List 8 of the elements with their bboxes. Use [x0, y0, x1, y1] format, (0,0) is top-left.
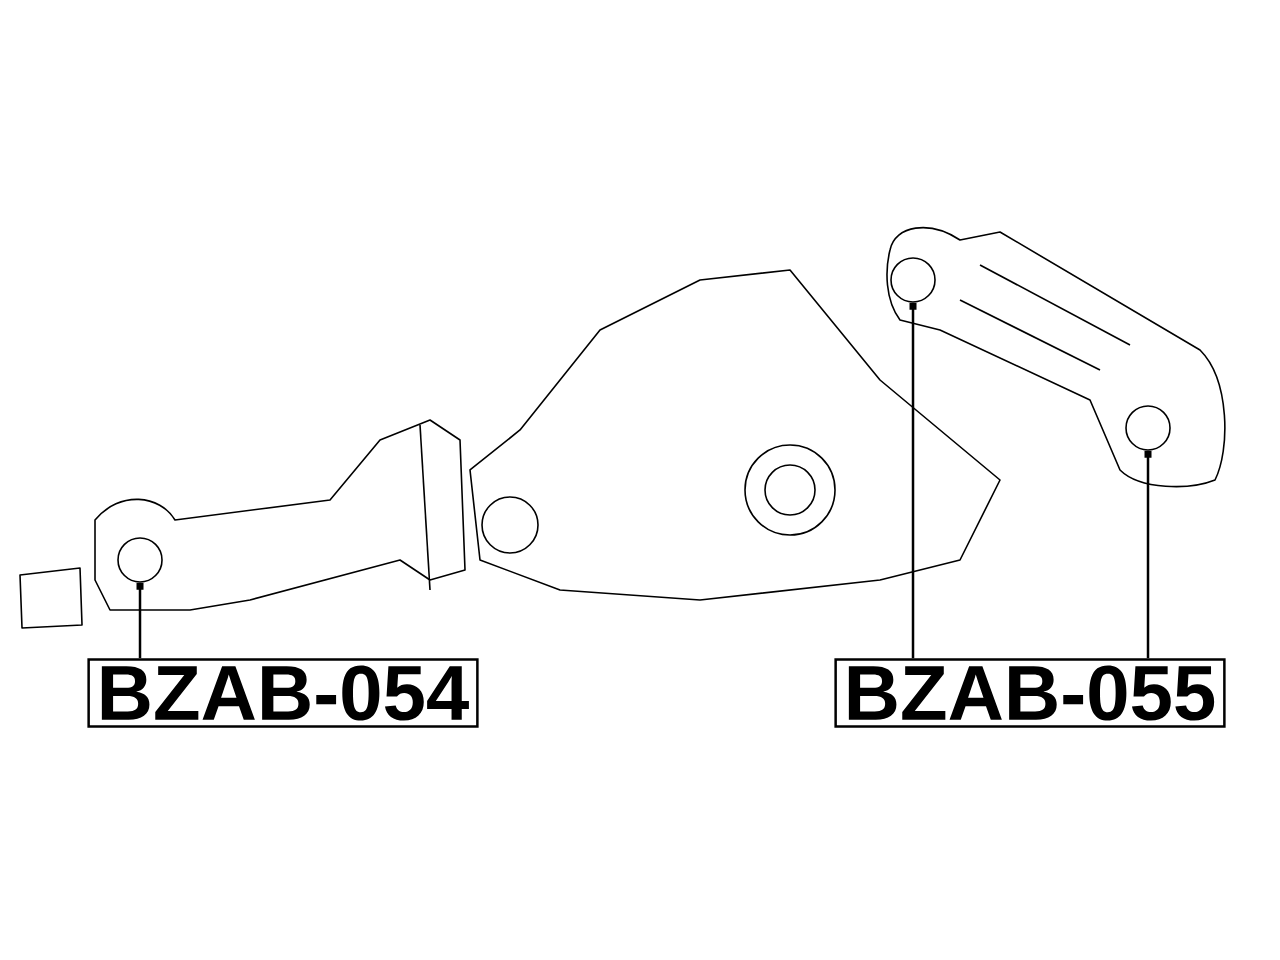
bushing — [117, 537, 163, 583]
part-number-box: BZAB-054 — [87, 658, 479, 728]
bushing — [1125, 405, 1171, 451]
leader-line — [136, 582, 144, 659]
bushing — [890, 257, 936, 303]
leader-line — [909, 302, 917, 659]
leader-line — [1144, 450, 1152, 659]
part-number-box: BZAB-055 — [834, 658, 1226, 728]
